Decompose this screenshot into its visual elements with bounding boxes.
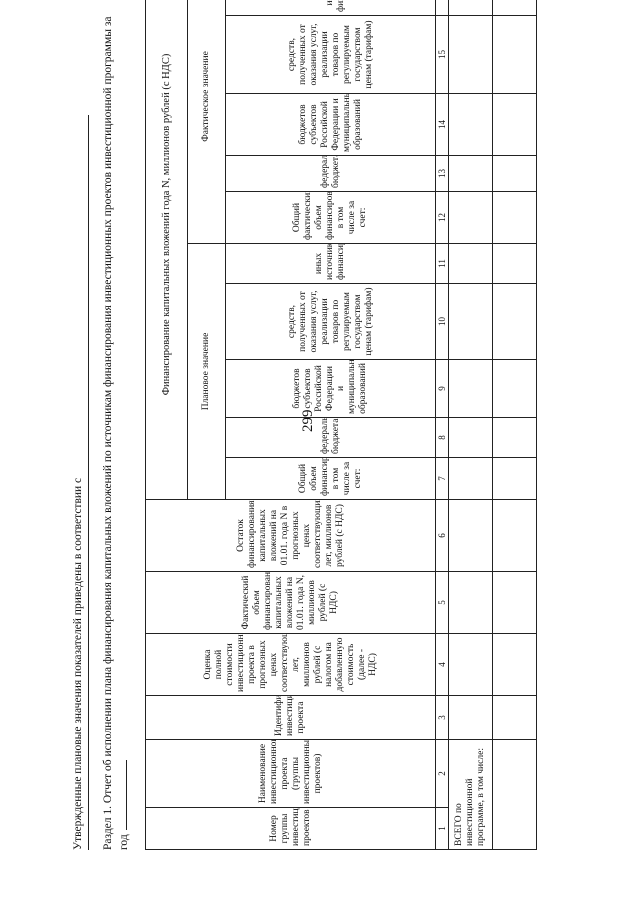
table-cell xyxy=(448,633,493,696)
table-cell xyxy=(448,243,493,284)
col-full-cost: Оценка полной стоимости инвестиционного … xyxy=(145,633,436,696)
column-number: 4 xyxy=(435,633,449,696)
table-cell xyxy=(448,695,493,740)
col-federal-actual: федерального бюджета xyxy=(225,155,436,192)
col-total-actual: Общий фактический объем финансирования, … xyxy=(225,191,436,244)
column-number: 14 xyxy=(435,93,449,156)
table-cell xyxy=(448,457,493,500)
table-cell xyxy=(448,191,493,244)
column-number: 11 xyxy=(435,243,449,284)
table-cell xyxy=(492,283,537,360)
table-cell xyxy=(492,571,537,634)
col-other-actual: иных источников финансирования xyxy=(225,0,436,16)
col-project-id: Идентификатор инвестиционного проекта xyxy=(145,695,436,740)
column-number: 2 xyxy=(435,739,449,808)
table-cell xyxy=(448,155,493,192)
col-project-name: Наименование инвестиционного проекта (гр… xyxy=(145,739,436,808)
table-cell xyxy=(492,457,537,500)
table-cell xyxy=(492,93,537,156)
table-cell xyxy=(492,155,537,192)
column-number: 15 xyxy=(435,15,449,94)
table-cell xyxy=(448,359,493,418)
column-number: 12 xyxy=(435,191,449,244)
column-number: 6 xyxy=(435,499,449,572)
table-cell xyxy=(448,417,493,458)
col-federal-planned: федерального бюджета xyxy=(225,417,436,458)
table-row xyxy=(492,0,537,850)
rotated-page-content: Утвержденные плановые значения показател… xyxy=(60,0,615,850)
table-cell xyxy=(448,15,493,94)
column-number-row: 1 2 3 4 5 6 7 8 9 10 11 12 13 14 15 16 xyxy=(435,0,449,850)
col-total-planned: Общий объем финансирования, в том числе … xyxy=(225,457,436,500)
table-cell xyxy=(492,499,537,572)
column-number: 16 xyxy=(435,0,449,16)
col-actual-volume: Фактический объем финансирования капитал… xyxy=(145,571,436,634)
col-regional-planned: бюджетов субъектов Российской Федерации … xyxy=(225,359,436,418)
column-number: 9 xyxy=(435,359,449,418)
col-remaining: Остаток финансирования капитальных вложе… xyxy=(145,499,436,572)
column-number: 3 xyxy=(435,695,449,740)
column-number: 1 xyxy=(435,807,449,850)
table-cell xyxy=(448,0,493,16)
section-title-year: год xyxy=(116,760,130,850)
column-number: 10 xyxy=(435,283,449,360)
table-cell xyxy=(448,283,493,360)
column-number: 7 xyxy=(435,457,449,500)
table-cell xyxy=(448,571,493,634)
table-cell xyxy=(492,739,537,850)
column-number: 13 xyxy=(435,155,449,192)
col-regional-actual: бюджетов субъектов Российской Федерации … xyxy=(225,93,436,156)
col-actual-group: Фактическое значение xyxy=(187,0,226,244)
section-title: Раздел 1. Отчет об исполнении плана фина… xyxy=(102,16,114,850)
col-planned-group: Плановое значение xyxy=(187,243,226,500)
col-tariffs-planned: средств, полученных от оказания услуг, р… xyxy=(225,283,436,360)
col-group-number: Номер группы инвестиционных проектов xyxy=(145,807,436,850)
column-number: 8 xyxy=(435,417,449,458)
table-cell xyxy=(492,633,537,696)
year-blank-field xyxy=(116,760,127,831)
total-row-label: ВСЕГО по инвестиционной программе, в том… xyxy=(448,739,493,850)
table-cell xyxy=(492,243,537,284)
total-row: ВСЕГО по инвестиционной программе, в том… xyxy=(448,0,493,850)
col-other-planned: иных источников финансирования xyxy=(225,243,436,284)
table-cell xyxy=(492,417,537,458)
table-cell xyxy=(492,359,537,418)
column-number: 5 xyxy=(435,571,449,634)
approved-values-note: Утвержденные плановые значения показател… xyxy=(72,115,89,850)
table-cell xyxy=(492,0,537,16)
col-financing-group: Финансирование капитальных вложений года… xyxy=(145,0,188,500)
table-cell xyxy=(448,93,493,156)
table-cell xyxy=(448,499,493,572)
col-tariffs-actual: средств, полученных от оказания услуг, р… xyxy=(225,15,436,94)
table-cell xyxy=(492,695,537,740)
table-cell xyxy=(492,15,537,94)
financing-report-table: Номер группы инвестиционных проектов Наи… xyxy=(145,0,537,850)
table-cell xyxy=(492,191,537,244)
